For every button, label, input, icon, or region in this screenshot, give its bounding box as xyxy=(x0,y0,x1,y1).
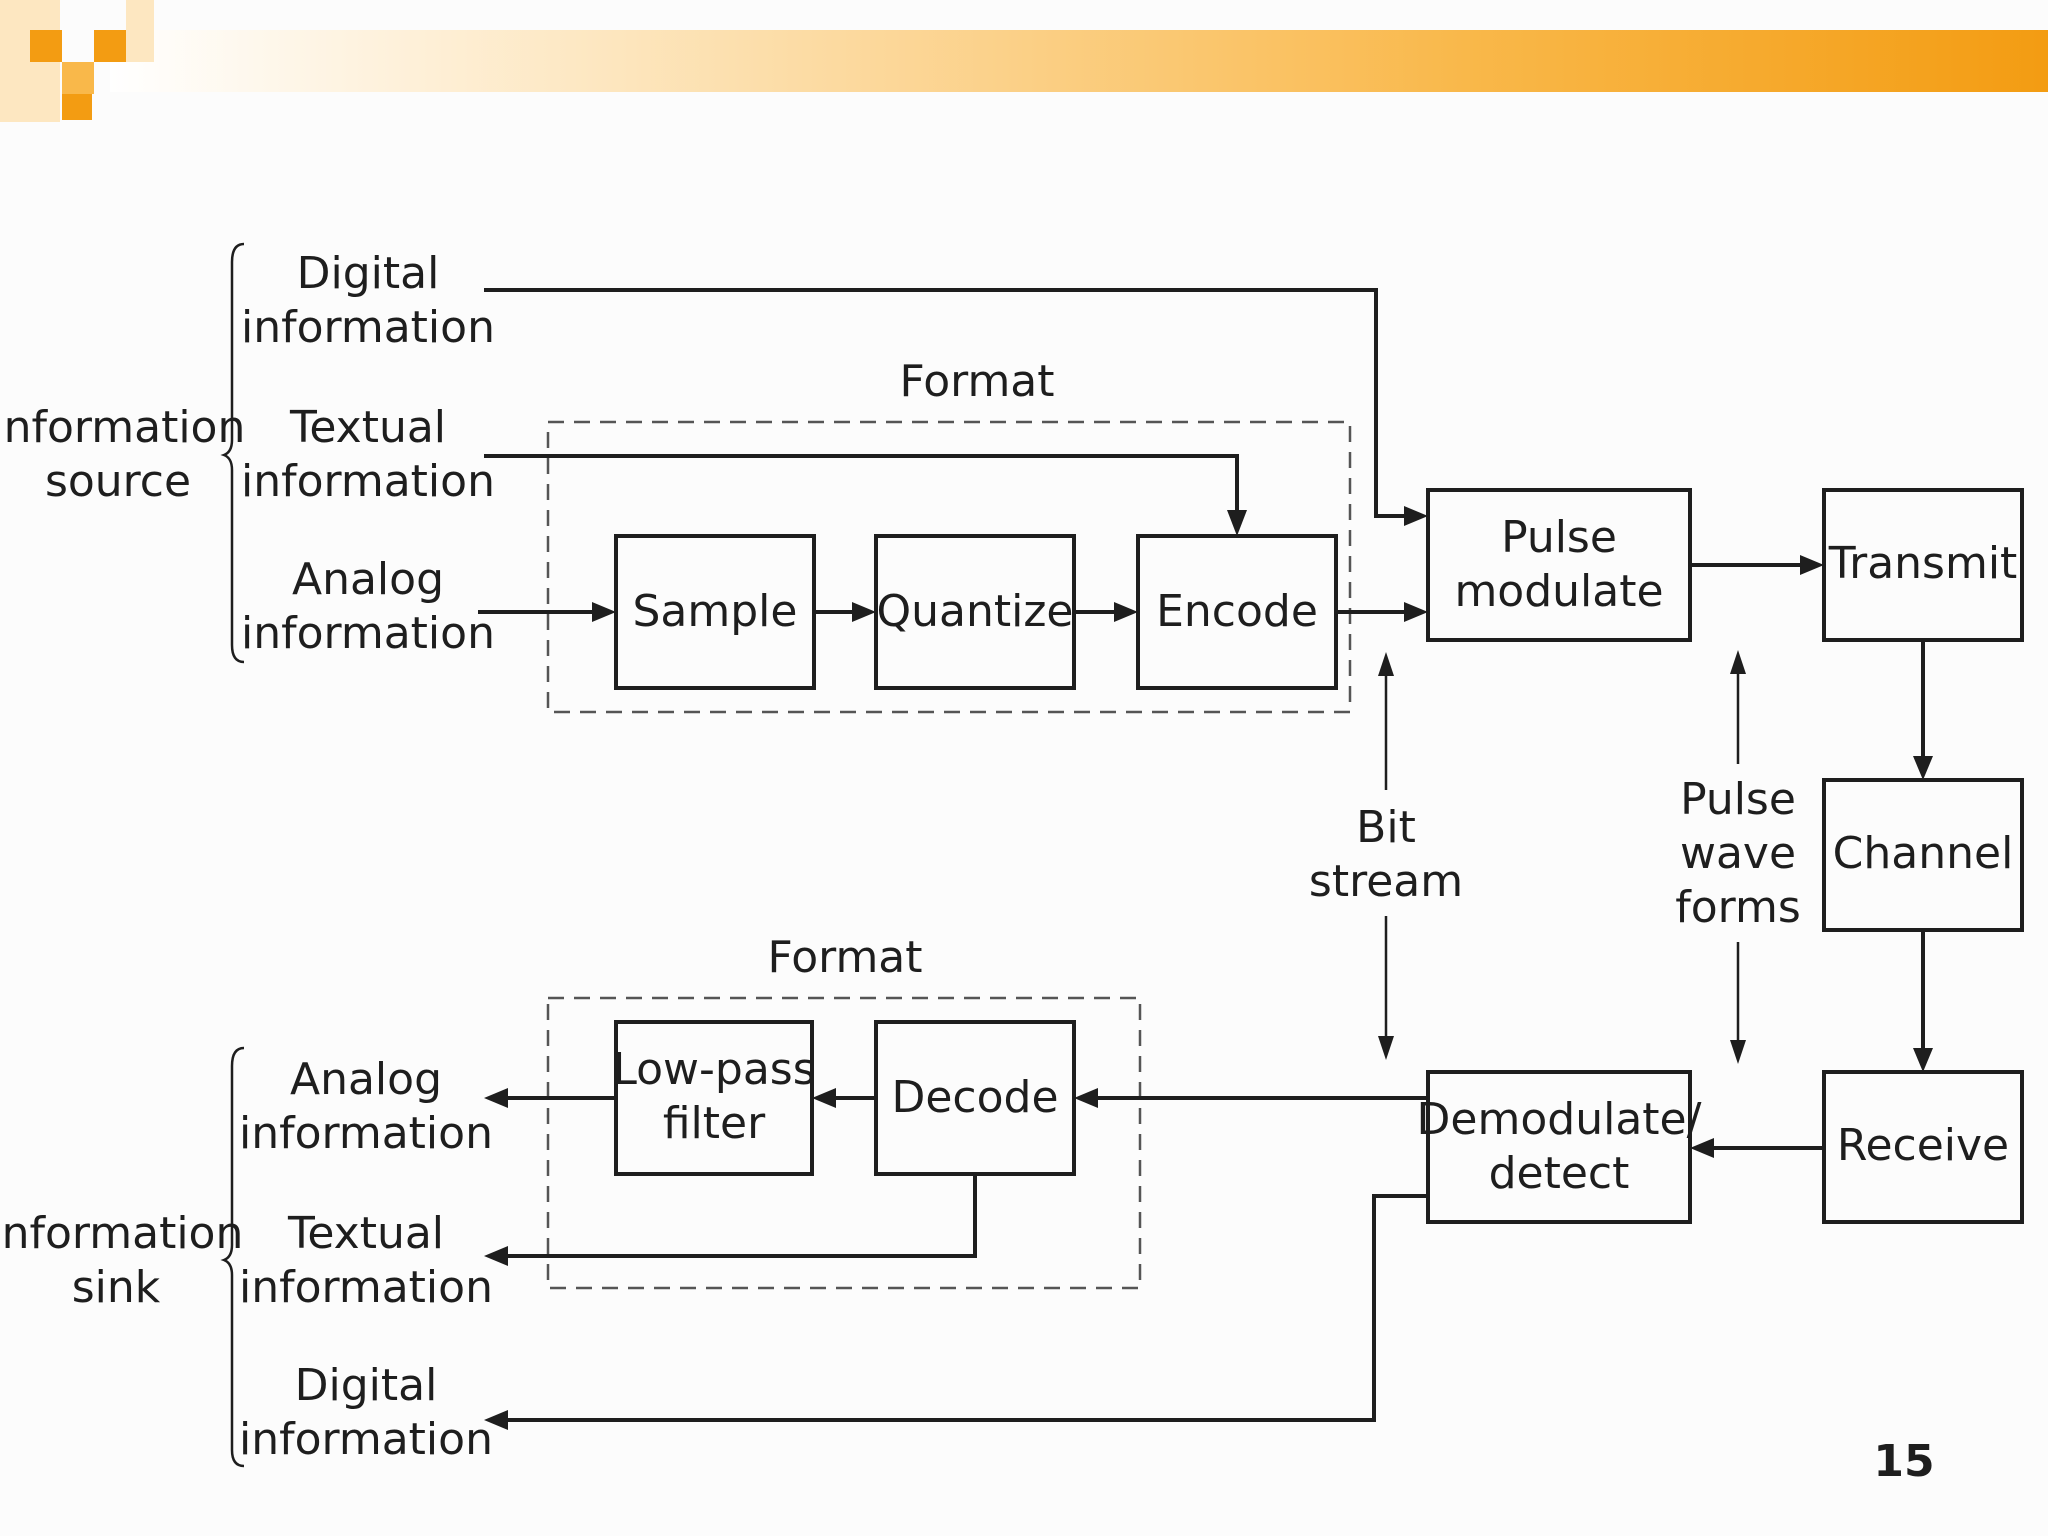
format-top-box xyxy=(546,420,1352,714)
arrowhead-into-encode-side xyxy=(1114,602,1138,622)
arrowhead-into-sample xyxy=(592,602,616,622)
arrowhead-into-quantize xyxy=(852,602,876,622)
slide-header-bar xyxy=(0,0,2048,122)
arrowhead-into-pulse-modulate-upper xyxy=(1404,506,1428,526)
arrowhead-into-receive xyxy=(1913,1048,1933,1072)
arrowhead-into-textual-sink xyxy=(484,1246,508,1266)
encode-block: Encode xyxy=(1136,534,1338,690)
arrowhead-into-pulse-modulate-lower xyxy=(1404,602,1428,622)
header-gradient-band xyxy=(110,30,2048,92)
bit-stream-up-arrowhead xyxy=(1378,652,1394,676)
textual-source-connector xyxy=(484,454,1239,512)
arrowhead-into-channel xyxy=(1913,756,1933,780)
pulse-waveforms-up-arrowhead xyxy=(1730,650,1746,674)
pulse-waveforms-down-arrowhead xyxy=(1730,1040,1746,1064)
info-source-label-line1: Information xyxy=(0,402,245,453)
pulse-modulate-line1: Pulse xyxy=(1501,512,1617,563)
transmit-label: Transmit xyxy=(1828,538,2018,589)
sink-textual-line2: information xyxy=(239,1262,493,1313)
pulse-waveforms-line2: wave xyxy=(1680,828,1796,879)
bit-stream-line1: Bit xyxy=(1356,802,1416,853)
arrowhead-into-encode xyxy=(1227,510,1247,536)
demodulate-line1: Demodulate/ xyxy=(1417,1094,1702,1145)
channel-label: Channel xyxy=(1833,828,2014,879)
page-number: 15 xyxy=(1873,1436,1934,1487)
digital-source-connector xyxy=(484,288,1408,518)
info-source-label-line2: source xyxy=(45,456,191,507)
sink-brace xyxy=(220,1046,245,1468)
demodulate-detect-block: Demodulate/ detect xyxy=(1417,1070,1702,1224)
lowpass-line2: filter xyxy=(663,1098,766,1149)
pulse-waveforms-line1: Pulse xyxy=(1680,774,1796,825)
demodulate-line2: detect xyxy=(1489,1148,1630,1199)
arrowhead-into-demodulate xyxy=(1690,1138,1714,1158)
receive-label: Receive xyxy=(1837,1120,2009,1171)
arrowhead-into-digital-sink xyxy=(484,1410,508,1430)
sample-block: Sample xyxy=(614,534,816,690)
pulse-modulate-block: Pulse modulate xyxy=(1426,488,1692,642)
pulse-modulate-line2: modulate xyxy=(1454,566,1663,617)
lowpass-filter-block: Low-pass filter xyxy=(612,1020,816,1176)
receive-block: Receive xyxy=(1822,1070,2024,1224)
arrowhead-into-analog-sink xyxy=(484,1088,508,1108)
info-sink-label-line1: Information xyxy=(0,1208,243,1259)
source-digital-line1: Digital xyxy=(297,248,440,299)
quantize-label: Quantize xyxy=(876,586,1073,637)
lowpass-line1: Low-pass xyxy=(612,1044,815,1095)
arrowhead-into-lowpass xyxy=(812,1088,836,1108)
sink-analog-line2: information xyxy=(239,1108,493,1159)
bit-stream-line2: stream xyxy=(1309,856,1463,907)
source-brace xyxy=(220,242,245,664)
sink-textual-line1: Textual xyxy=(287,1208,444,1259)
pulse-waveforms-line3: forms xyxy=(1675,882,1801,933)
bit-stream-down-arrowhead xyxy=(1378,1036,1394,1060)
arrowhead-into-transmit xyxy=(1800,555,1824,575)
sink-digital-line2: information xyxy=(239,1414,493,1465)
source-analog-line2: information xyxy=(241,608,495,659)
encode-label: Encode xyxy=(1156,586,1318,637)
sink-analog-line1: Analog xyxy=(290,1054,442,1105)
arrowhead-into-decode xyxy=(1074,1088,1098,1108)
format-top-label: Format xyxy=(899,356,1054,407)
source-analog-line1: Analog xyxy=(292,554,444,605)
format-bottom-label: Format xyxy=(767,932,922,983)
decode-to-textual-sink-connector xyxy=(504,1174,977,1258)
info-sink-label-line2: sink xyxy=(72,1262,161,1313)
source-textual-line1: Textual xyxy=(289,402,446,453)
format-bottom-box xyxy=(546,996,1142,1290)
sample-label: Sample xyxy=(633,586,798,637)
demodulate-to-digital-sink-connector xyxy=(504,1194,1428,1422)
source-textual-line2: information xyxy=(241,456,495,507)
sink-digital-line1: Digital xyxy=(295,1360,438,1411)
quantize-block: Quantize xyxy=(874,534,1076,690)
decode-block: Decode xyxy=(874,1020,1076,1176)
source-digital-line2: information xyxy=(241,302,495,353)
decode-label: Decode xyxy=(891,1072,1058,1123)
header-logo-squares xyxy=(0,0,154,122)
transmit-block: Transmit xyxy=(1822,488,2024,642)
channel-block: Channel xyxy=(1822,778,2024,932)
